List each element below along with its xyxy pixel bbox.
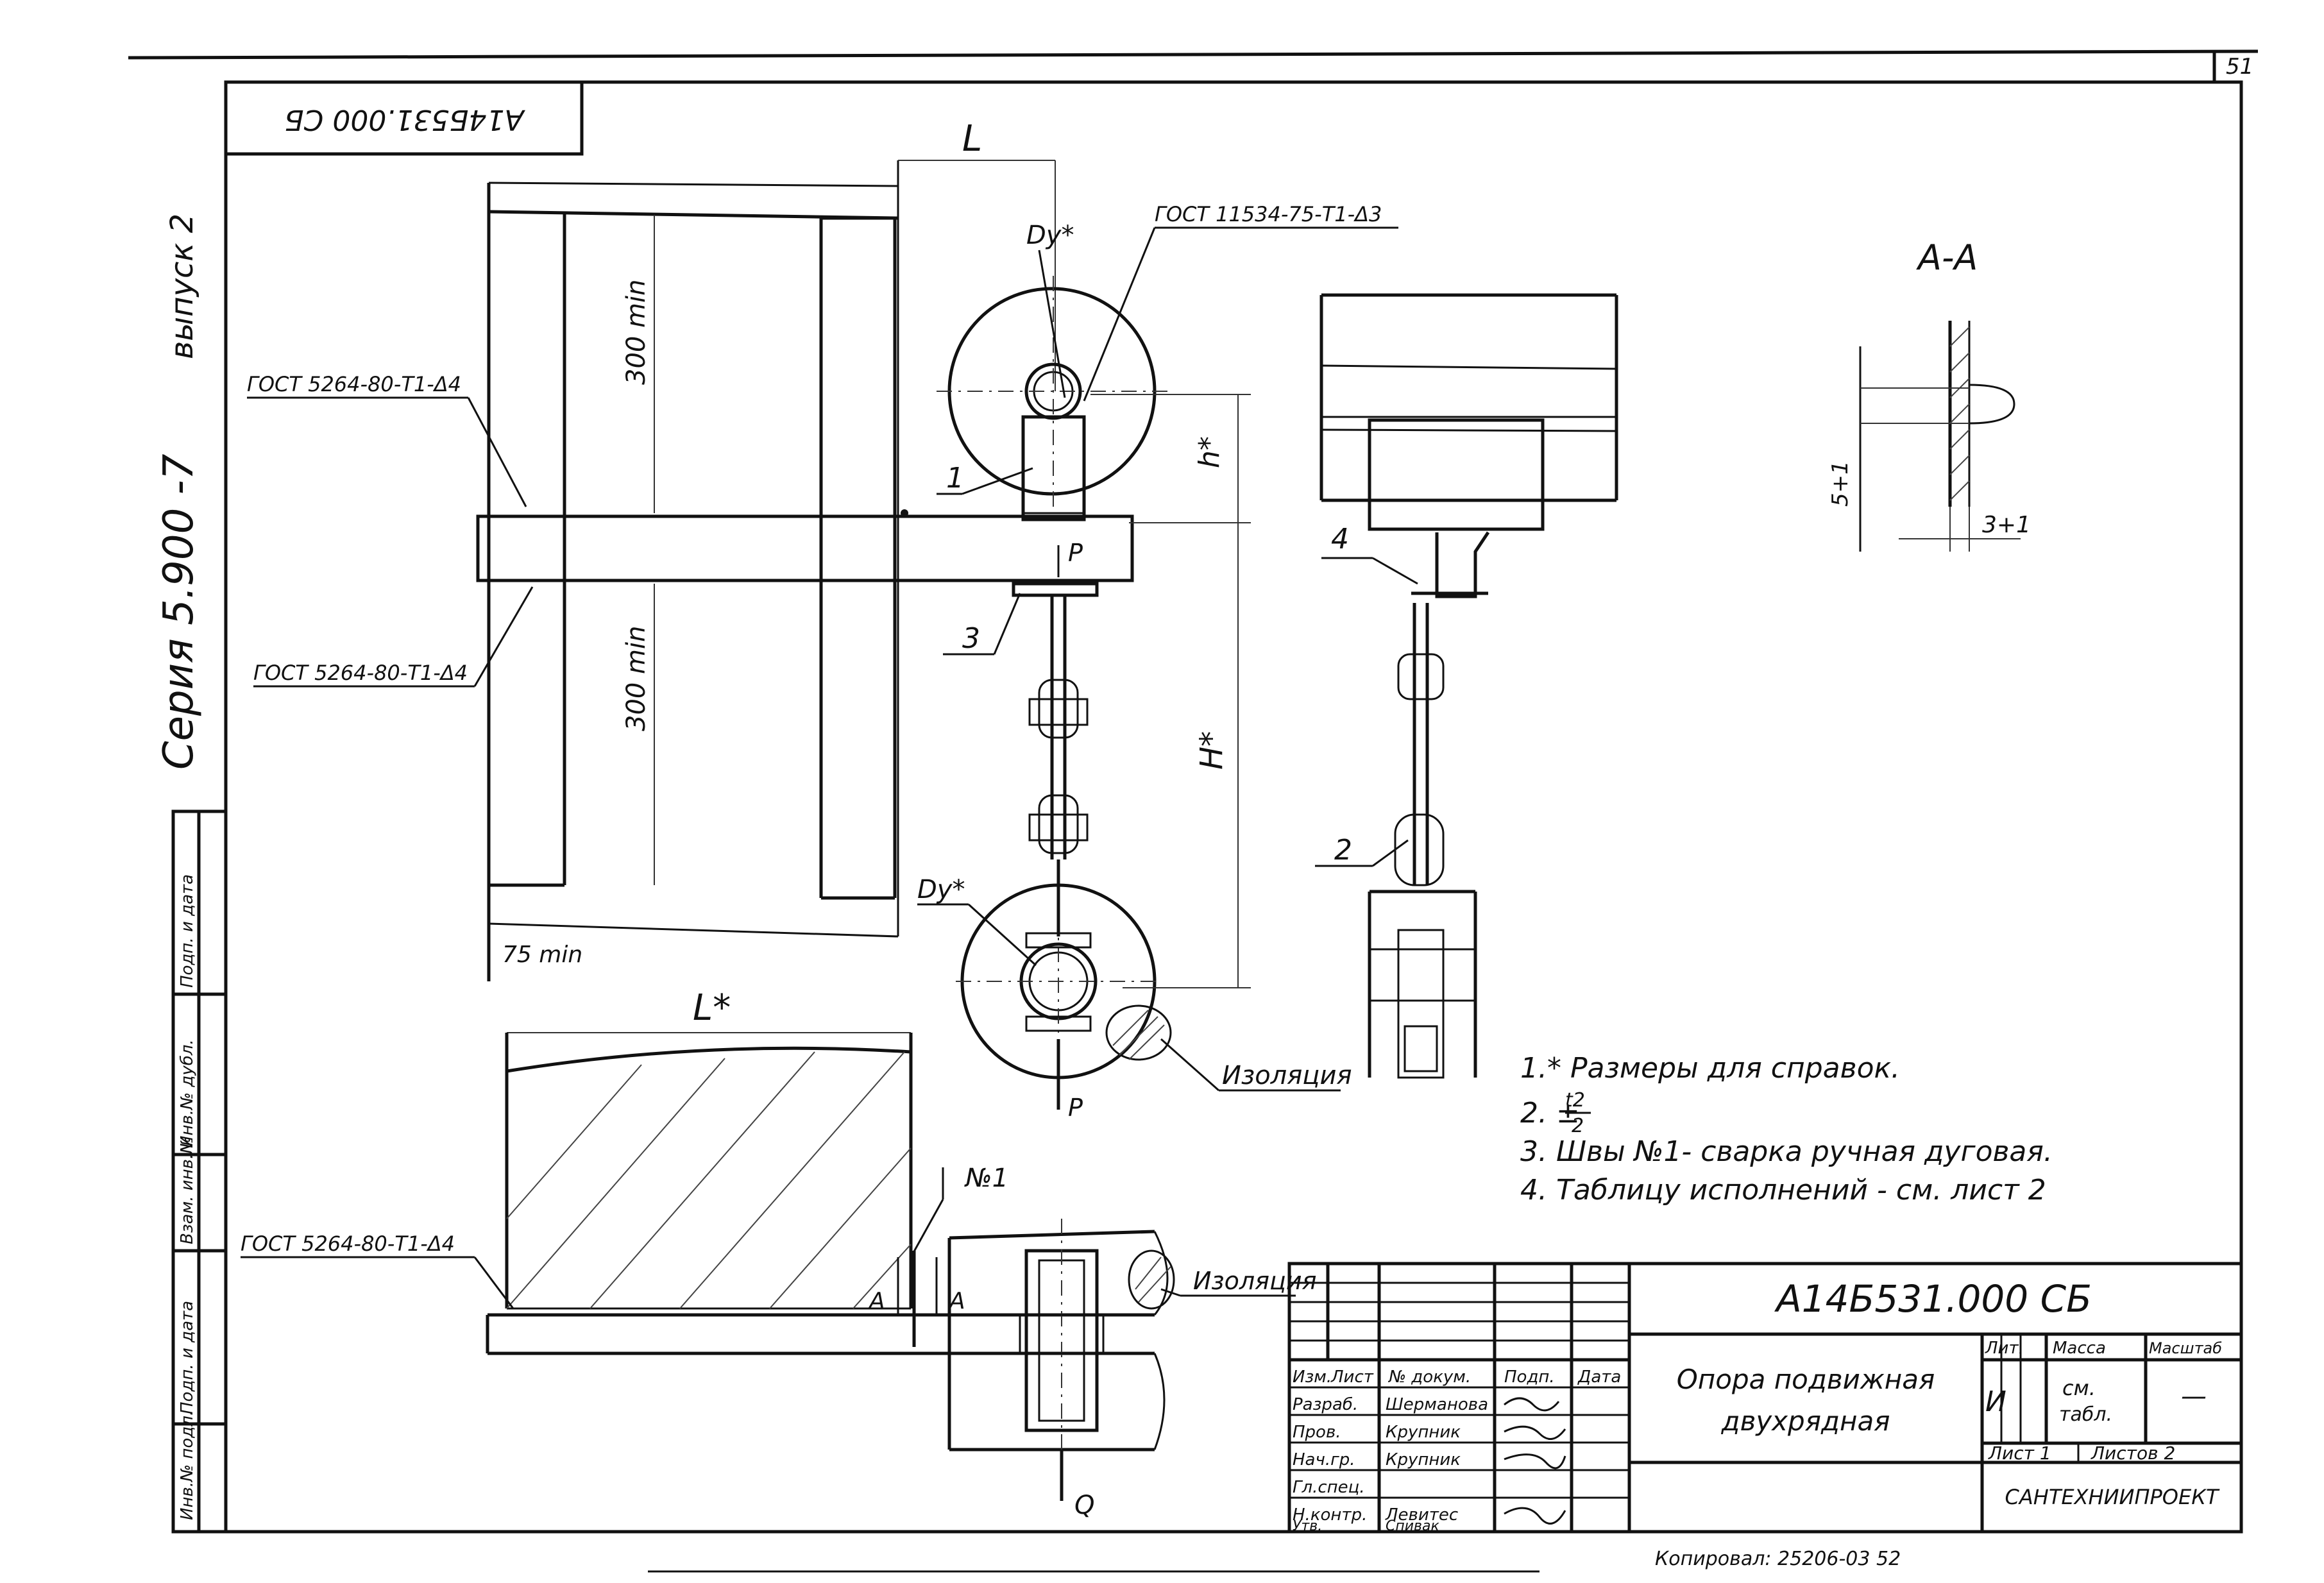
stamp-cell-3: Взам. инв.№	[178, 1137, 197, 1244]
tb-head-doc: № докум.	[1387, 1367, 1471, 1387]
notes: 1.* Размеры для справок. 2. ± t2 2 3. Шв…	[1520, 1052, 2053, 1206]
side-pos-4: 4	[1331, 523, 1349, 555]
weld-gost-left-top: ГОСТ 5264-80-Т1-Δ4	[247, 372, 461, 396]
tb-role-1: Разраб.	[1293, 1395, 1358, 1414]
title-block: Изм. Лист № докум. Подп. Дата Разраб. Ше…	[1287, 1262, 2243, 1534]
stamp-cell-4: Инв.№ дубл.	[178, 1039, 197, 1148]
drawing-frame	[224, 80, 2243, 1534]
side-view: 4 2	[1315, 293, 1618, 1079]
tb-name-2: Крупник	[1386, 1423, 1461, 1442]
dy-top: Dy*	[1026, 221, 1074, 250]
rotated-code-box	[224, 80, 584, 156]
rotated-drawing-code: А14Б531.000 СБ	[284, 103, 525, 136]
tb-head-list: Лист	[1330, 1367, 1374, 1387]
note-1: 1.* Размеры для справок.	[1520, 1052, 1900, 1085]
tb-drawing-code: А14Б531.000 СБ	[1774, 1277, 2092, 1321]
issue-label: выпуск 2	[164, 214, 200, 359]
dim-300-bottom: 300 min	[622, 626, 651, 732]
plan-view: L* ГОСТ 5264-80-Т1-Δ4 №1 А А	[241, 987, 1316, 1520]
signature-1	[1504, 1397, 1560, 1412]
dim-300-top: 300 min	[622, 280, 651, 385]
tb-lit-value: И	[1985, 1385, 2006, 1418]
side-stamp: Инв.№ подл. Подп. и дата Взам. инв.№ Инв…	[171, 809, 228, 1534]
section-aa: А-А 5+1 3+1	[1828, 237, 2031, 552]
tb-mass-header: Масса	[2053, 1339, 2106, 1358]
tb-role-4: Гл.спец.	[1293, 1478, 1365, 1497]
tb-name-line2: двухрядная	[1721, 1405, 1890, 1437]
section-aa-title: А-А	[1916, 237, 1978, 278]
dim-H: H*	[1194, 731, 1230, 770]
dim-75: 75 min	[502, 942, 582, 968]
pos-3: 3	[962, 622, 980, 655]
signature-4	[1504, 1507, 1566, 1525]
tb-name-line1: Опора подвижная	[1677, 1364, 1935, 1395]
tb-head-date: Дата	[1577, 1367, 1621, 1387]
stamp-cell-5: Подп. и дата	[178, 874, 197, 988]
plan-weld-no: №1	[964, 1164, 1008, 1193]
series-label: Серия 5.900 -7	[155, 453, 203, 770]
section-dim-5: 5+1	[1828, 461, 1853, 507]
side-pos-2: 2	[1334, 834, 1352, 867]
section-mark-left: А	[868, 1288, 885, 1314]
tb-organization: САНТЕХНИИПРОЕКТ	[2005, 1485, 2220, 1509]
tb-scale-header: Масштаб	[2149, 1339, 2222, 1357]
tb-name-5: Левитес	[1385, 1505, 1458, 1525]
tb-role-5: Н.контр.	[1293, 1505, 1367, 1525]
dy-bottom: Dy*	[917, 875, 965, 904]
insulation-label-top: Изоляция	[1222, 1061, 1352, 1090]
tb-mass-value-1: см.	[2062, 1376, 2096, 1400]
tb-sheet: Лист 1	[1988, 1443, 2051, 1464]
tb-role-3: Нач.гр.	[1293, 1450, 1355, 1469]
note-2-fraction-den: 2	[1572, 1115, 1584, 1137]
dim-L: L	[962, 118, 982, 160]
tb-name-1: Шерманова	[1386, 1395, 1488, 1414]
note-4: 4. Таблицу исполнений - см. лист 2	[1520, 1174, 2046, 1206]
signature-2	[1504, 1425, 1566, 1440]
tb-sheets: Листов 2	[2091, 1443, 2175, 1464]
pos-1: 1	[946, 462, 964, 495]
note-2-fraction-num: t2	[1565, 1089, 1585, 1112]
load-p-bottom: P	[1068, 1094, 1083, 1122]
weld-gost-left-bottom: ГОСТ 5264-80-Т1-Δ4	[253, 661, 468, 685]
section-dim-3: 3+1	[1982, 512, 2031, 538]
tb-head-izm: Изм.	[1293, 1367, 1332, 1387]
dim-h: h*	[1193, 436, 1226, 468]
front-view: 300 min 300 min 75 min ГОСТ 5264-80-Т1-Δ…	[247, 118, 1398, 1122]
copy-note: Копировал: 25206-03 52	[1655, 1548, 1901, 1570]
tb-head-sign: Подп.	[1504, 1367, 1555, 1387]
tb-lit-header: Лит.	[1985, 1339, 2024, 1358]
tb-role-6: Утв.	[1293, 1518, 1322, 1534]
tb-name-3: Крупник	[1386, 1450, 1461, 1469]
signature-3	[1504, 1453, 1566, 1469]
stamp-cell-1: Инв.№ подл.	[178, 1410, 197, 1520]
top-trim-line	[128, 49, 2259, 60]
note-3: 3. Швы №1- сварка ручная дуговая.	[1520, 1135, 2053, 1168]
tb-scale-value: —	[2181, 1382, 2207, 1411]
plan-dim-L: L*	[693, 987, 731, 1029]
plan-insulation-label: Изоляция	[1193, 1267, 1316, 1295]
plan-load-q: Q	[1074, 1491, 1094, 1520]
tb-role-2: Пров.	[1293, 1423, 1341, 1442]
tb-name-6: Спивак	[1386, 1518, 1439, 1534]
plan-weld-gost: ГОСТ 5264-80-Т1-Δ4	[241, 1232, 455, 1256]
weld-gost-top: ГОСТ 11534-75-Т1-Δ3	[1155, 202, 1382, 226]
load-p-top: P	[1068, 539, 1083, 567]
stamp-cell-2: Подп. и дата	[178, 1301, 197, 1414]
tb-mass-value-2: табл.	[2059, 1403, 2112, 1426]
sheet-number: 51	[2226, 54, 2253, 80]
